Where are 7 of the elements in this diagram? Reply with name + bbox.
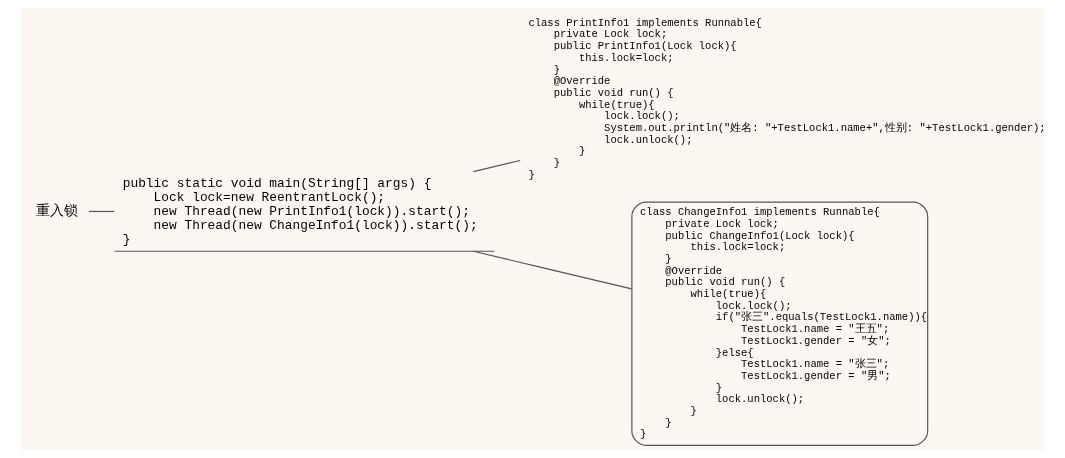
connector	[88, 210, 115, 213]
node-text: class PrintInfo1 implements Runnable{ private Lock lock; public PrintInfo1(Lock lock){ this.lock=lock; } @Override public void run() { while(true){ lock.lock(); System.out.println("姓名: "+TestLock1.name+",性别: "+TestLock1.gender); lock.unlock(); } } }	[528, 16, 1046, 181]
node-text: public static void main(String[] args) { Lock lock=new ReentrantLock(); new Thread(new PrintInfo1(lock)).start(); new Thread(new ChangeInfo1(lock)).start(); }	[122, 175, 478, 247]
node-text: 重入锁	[35, 202, 78, 219]
connector	[472, 159, 521, 173]
connector	[472, 250, 633, 290]
node-box: class ChangeInfo1 implements Runnable{ private Lock lock; public ChangeInfo1(Lock lock){ this.lock=lock; } @Override public void run() { while(true){ lock.lock(); if("张三".equals(TestLock1.name)){ TestLock1.name = "王五"; TestLock1.gender = "女"; }else{ TestLock1.name = "张三"; TestLock1.gender = "男"; } lock.unlock(); } } }	[631, 201, 929, 446]
